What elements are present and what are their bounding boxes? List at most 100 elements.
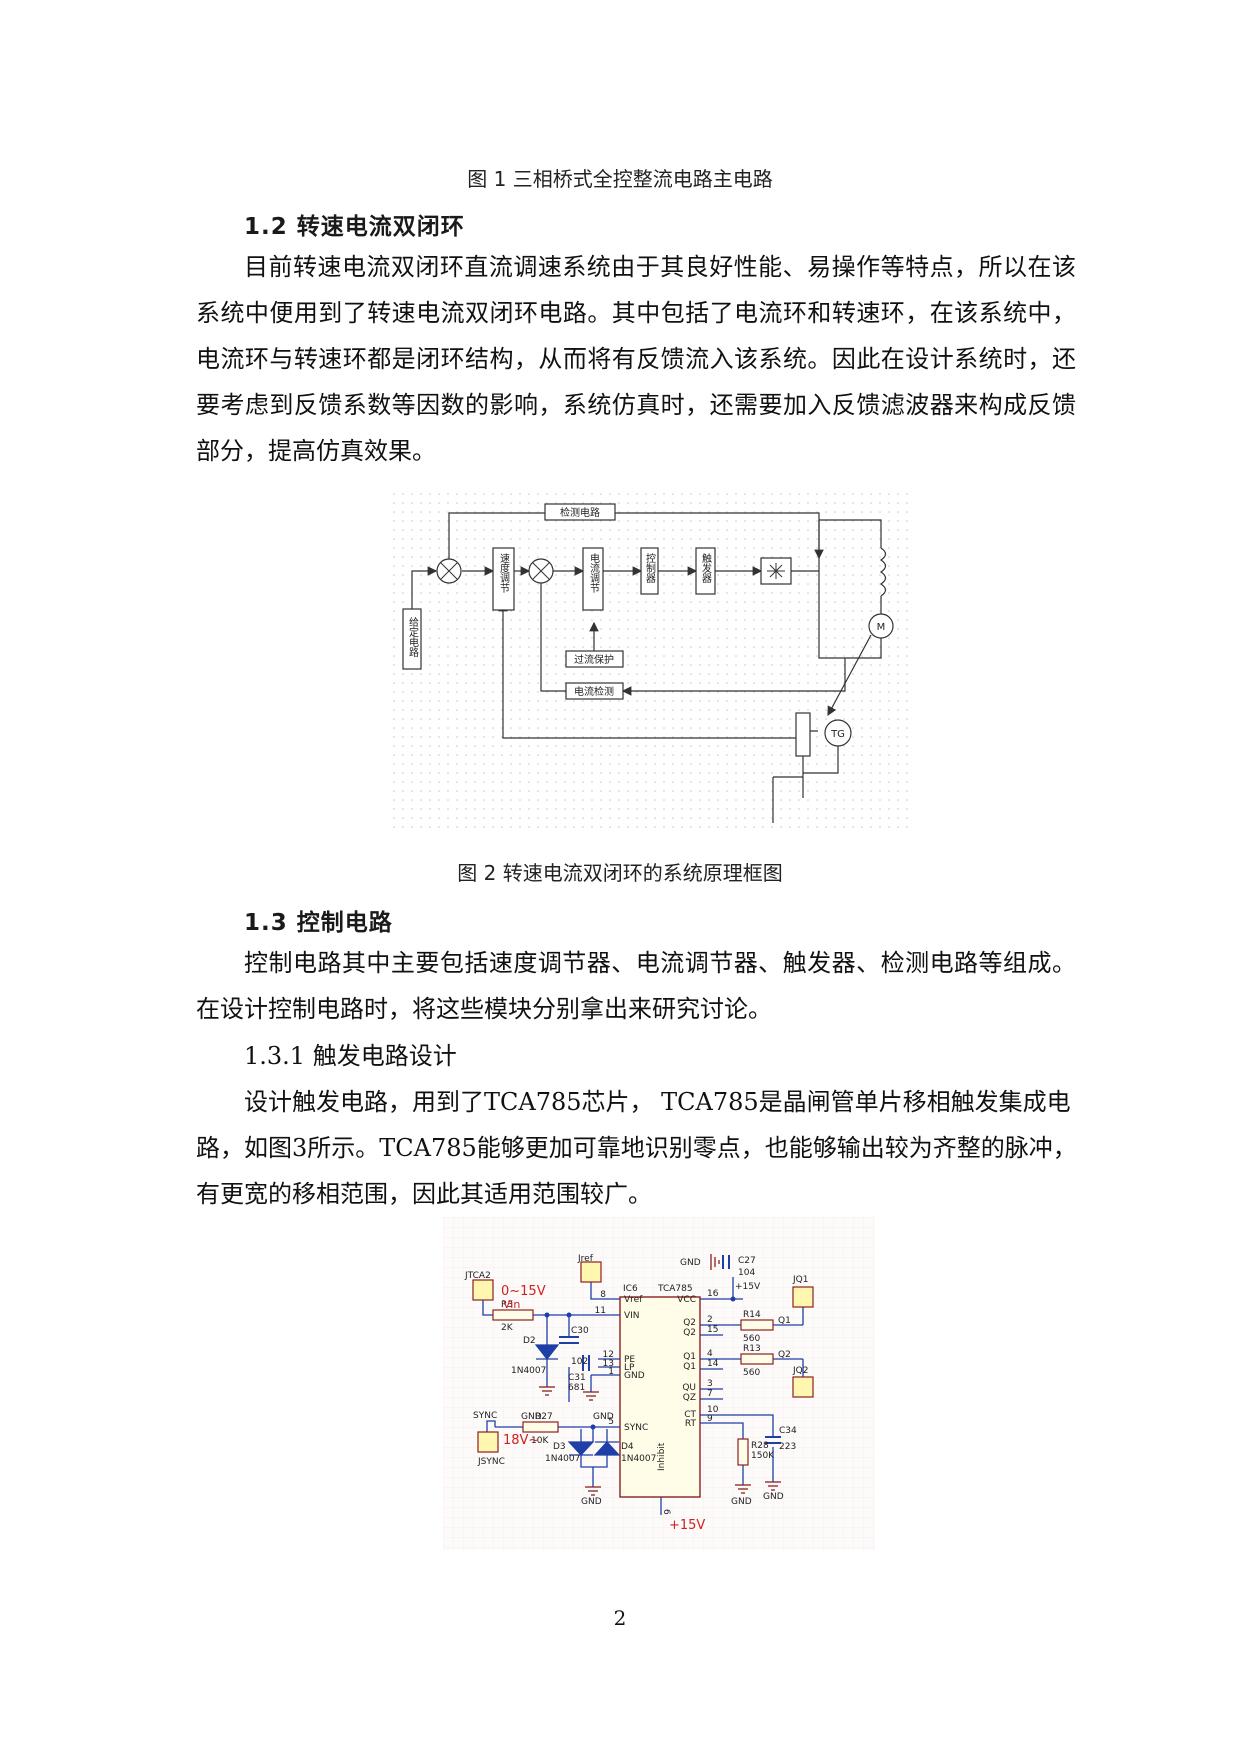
pin-vcc: VCC: [677, 1295, 696, 1305]
tacho-symbol: [824, 719, 852, 747]
block-current-regulator: [582, 547, 604, 611]
section-1-2-paragraph: 目前转速电流双闭环直流调速系统由于其良好性能、易操作等特点，所以在该系统中便用到…: [196, 253, 1076, 465]
figure-2-caption: 图 2 转速电流双闭环的系统原理框图: [457, 861, 783, 885]
label-gnd-c27: GND: [680, 1258, 701, 1268]
block-controller: [640, 547, 659, 595]
label-gnd-sync: GND: [593, 1412, 614, 1422]
ic-tca785-body: [619, 1296, 701, 1498]
connector-jtca2: [472, 1279, 494, 1301]
label-gnd-r27: GND: [521, 1412, 542, 1422]
pin-qu: QU: [682, 1383, 696, 1393]
pin-num-9: 9: [707, 1414, 713, 1424]
schematic-svg: Vref VIN PE LP GND SYNC VCC Q2 Q2 Q1 Q1 …: [443, 1217, 875, 1550]
label-d3: D3: [553, 1442, 566, 1452]
pin-num-5: 5: [608, 1417, 614, 1427]
figure-1-caption: 图 1 三相桥式全控整流电路主电路: [467, 167, 773, 191]
label-controller: 控制器: [644, 552, 656, 584]
label-r13-value: 560: [743, 1368, 760, 1378]
resistor-r14: [740, 1319, 774, 1331]
ic-name-label: TCA785: [657, 1284, 693, 1294]
connector-jq2: [792, 1376, 814, 1398]
label-r3-value: 2K: [501, 1323, 514, 1333]
connector-jq1: [792, 1286, 814, 1308]
pin-num-6: 6: [661, 1509, 671, 1515]
figure-2-block-diagram: 检测电路 过流保护 电流检测 M TG 给定电路 速度调节 电流调节 控制器 触…: [393, 493, 913, 833]
label-sync-voltage: 18V~: [503, 1433, 539, 1448]
label-speed-regulator: 速度调节: [498, 553, 510, 594]
ground-symbol-3: [585, 1486, 601, 1496]
label-q2: Q2: [778, 1350, 791, 1360]
ground-symbol-1: [539, 1386, 555, 1396]
pin-lp: LP: [624, 1363, 635, 1373]
pin-num-15: 15: [707, 1325, 718, 1335]
pin-num-1: 1: [608, 1367, 614, 1377]
pin-vref: Vref: [624, 1295, 643, 1305]
label-motor: M: [877, 622, 886, 633]
label-r27: R27: [535, 1412, 553, 1422]
label-tacho: TG: [830, 729, 845, 740]
resistor-r13: [740, 1353, 774, 1365]
label-jsync: JSYNC: [477, 1457, 505, 1467]
figure-3-schematic: Vref VIN PE LP GND SYNC VCC Q2 Q2 Q1 Q1 …: [443, 1217, 875, 1550]
ground-symbol-5: [765, 1481, 781, 1491]
pin-pe: PE: [624, 1355, 635, 1365]
pin-q1: Q1: [683, 1362, 696, 1372]
label-d4-value: 1N4007: [621, 1454, 656, 1464]
subsection-1-3-1-line-2: 路，如图3所示。TCA785能够更加可靠地识别零点，也能够输出较为齐整的脉冲，: [196, 1134, 1077, 1162]
label-detect-top: 检测电路: [560, 506, 600, 519]
pin-num-2: 2: [707, 1315, 713, 1325]
label-c30-value: 102: [571, 1357, 588, 1367]
label-d3-value: 1N4007: [545, 1454, 580, 1464]
pin-inhibit: Inhibit: [657, 1442, 667, 1471]
resistor-r3: [492, 1309, 534, 1321]
pin-num-8: 8: [600, 1290, 606, 1300]
label-jref: Jref: [577, 1254, 594, 1264]
ground-symbol-6: [710, 1254, 720, 1270]
block-detect-top: [544, 503, 616, 521]
label-c30: C30: [571, 1326, 589, 1336]
label-c31: C31: [568, 1373, 586, 1383]
label-current-detect: 电流检测: [574, 685, 614, 698]
pin-q1-bar: Q1: [683, 1352, 696, 1362]
pin-num-10: 10: [707, 1405, 719, 1415]
connector-jsync: [477, 1431, 499, 1453]
label-r27-value: 10K: [531, 1436, 549, 1446]
label-jq2: JQ2: [792, 1366, 808, 1376]
section-1-3-paragraph: 控制电路其中主要包括速度调节器、电流调节器、触发器、检测电路等组成。在设计控制电…: [196, 949, 1076, 1023]
label-d2-value: 1N4007: [511, 1366, 546, 1376]
pin-gnd: GND: [624, 1371, 645, 1381]
label-gnd-diodes: GND: [581, 1497, 602, 1507]
pin-vin: VIN: [624, 1311, 640, 1321]
section-1-3-heading: 1.3 控制电路: [244, 910, 393, 936]
pin-sync: SYNC: [624, 1423, 648, 1433]
block-trigger: [695, 547, 716, 595]
block-thyristor: [760, 557, 792, 585]
pin-num-14: 14: [707, 1359, 719, 1369]
label-setpoint: 给定电路: [407, 616, 419, 658]
label-c31-value: 681: [568, 1383, 585, 1393]
label-input-range: 0~15V: [501, 1284, 546, 1299]
label-current-regulator: 电流调节: [588, 552, 600, 594]
block-potentiometer: [795, 712, 811, 757]
block-current-detect: [565, 682, 624, 700]
label-d4: D4: [621, 1442, 634, 1452]
resistor-r28: [737, 1438, 749, 1466]
label-r14-value: 560: [743, 1334, 760, 1344]
label-trigger: 触发器: [700, 552, 712, 584]
subsection-1-3-1-heading: 1.3.1 触发电路设计: [244, 1042, 457, 1070]
pin-num-13: 13: [603, 1359, 614, 1369]
section-1-2-heading: 1.2 转速电流双闭环: [244, 214, 465, 240]
diode-d2: [534, 1344, 560, 1360]
label-r13: R13: [743, 1344, 761, 1354]
label-supply-15v: +15V: [669, 1518, 705, 1533]
ground-symbol-4: [735, 1484, 751, 1494]
pin-num-3: 3: [707, 1379, 713, 1389]
label-r28: R28: [751, 1441, 769, 1451]
pin-q2-bar: Q2: [683, 1318, 696, 1328]
label-c34: C34: [779, 1426, 797, 1436]
label-overcurrent: 过流保护: [574, 653, 614, 666]
block-setpoint: [402, 608, 422, 670]
motor-symbol: [868, 613, 894, 639]
label-r28-value: 150K: [751, 1451, 775, 1461]
label-c27: C27: [738, 1256, 756, 1266]
